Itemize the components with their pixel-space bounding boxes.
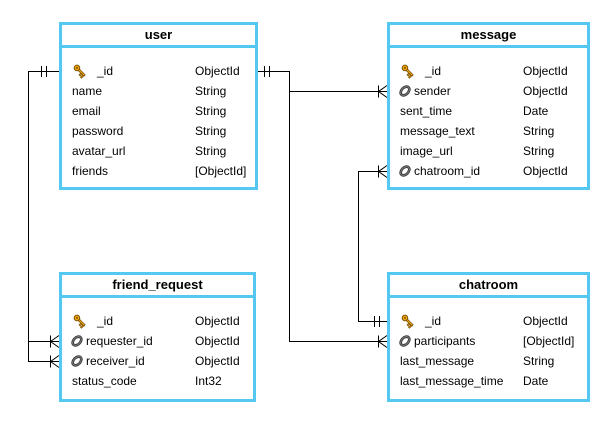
field-name: requester_id xyxy=(86,334,153,348)
table-title: friend_request xyxy=(62,275,253,298)
field-row-friend_request-_id[interactable]: _id ObjectId xyxy=(62,311,253,331)
field-name: friends xyxy=(72,164,109,178)
field-row-message-_id[interactable]: _id ObjectId xyxy=(390,61,587,81)
crow-foot-many-marker xyxy=(378,165,388,178)
field-name: receiver_id xyxy=(86,354,145,368)
field-name: sender xyxy=(414,84,451,98)
field-row-friend_request-requester_id[interactable]: requester_id ObjectId xyxy=(62,331,253,351)
field-type: String xyxy=(195,124,227,138)
field-type: [ObjectId] xyxy=(523,334,575,348)
field-row-user-password[interactable]: password String xyxy=(62,121,255,141)
field-name: status_code xyxy=(72,374,137,388)
primary-key-icon xyxy=(401,64,414,79)
cardinality-one-marker xyxy=(41,66,47,77)
primary-key-icon xyxy=(73,64,86,79)
field-row-user-avatar_url[interactable]: avatar_url String xyxy=(62,141,255,161)
edge-user-friend_request-requester_id[interactable] xyxy=(28,66,60,348)
field-name: chatroom_id xyxy=(414,164,481,178)
foreign-key-link-icon xyxy=(399,335,411,347)
field-type: Date xyxy=(523,104,549,118)
field-name: last_message xyxy=(400,354,475,368)
foreign-key-link-icon xyxy=(399,165,411,177)
field-type: ObjectId xyxy=(195,314,240,328)
field-row-chatroom-_id[interactable]: _id ObjectId xyxy=(390,311,587,331)
field-type: String xyxy=(195,144,227,158)
field-row-message-message_text[interactable]: message_text String xyxy=(390,121,587,141)
field-type: ObjectId xyxy=(523,84,568,98)
crow-foot-many-marker xyxy=(378,85,388,98)
field-name: password xyxy=(72,124,124,138)
primary-key-icon xyxy=(401,314,414,329)
field-type: ObjectId xyxy=(523,314,568,328)
field-name: participants xyxy=(414,334,476,348)
field-type: ObjectId xyxy=(523,64,568,78)
field-name: image_url xyxy=(400,144,453,158)
field-name: name xyxy=(72,84,103,98)
cardinality-one-marker xyxy=(264,66,270,77)
primary-key-icon xyxy=(73,314,86,329)
field-type: String xyxy=(195,84,227,98)
field-type: ObjectId xyxy=(195,354,240,368)
foreign-key-link-icon xyxy=(71,335,83,347)
field-type: String xyxy=(195,104,227,118)
field-type: String xyxy=(523,144,555,158)
field-type: ObjectId xyxy=(195,64,240,78)
table-title: user xyxy=(62,25,255,48)
field-name: _id xyxy=(97,314,114,328)
field-type: String xyxy=(523,124,555,138)
field-rows: _id ObjectId participants [ObjectId] last_m… xyxy=(390,298,587,391)
field-type: ObjectId xyxy=(195,334,240,348)
field-row-user-friends[interactable]: friends [ObjectId] xyxy=(62,161,255,181)
field-name: message_text xyxy=(400,124,475,138)
edge-user-chatroom-participants[interactable] xyxy=(289,71,388,348)
cardinality-one-marker xyxy=(374,316,380,327)
edge-user-message-sender[interactable] xyxy=(258,66,388,98)
field-name: _id xyxy=(425,64,442,78)
field-row-message-chatroom_id[interactable]: chatroom_id ObjectId xyxy=(390,161,587,181)
field-row-message-sent_time[interactable]: sent_time Date xyxy=(390,101,587,121)
field-type: String xyxy=(523,354,555,368)
field-name: email xyxy=(72,104,101,118)
field-row-user-name[interactable]: name String xyxy=(62,81,255,101)
field-type: [ObjectId] xyxy=(195,164,247,178)
crow-foot-many-marker xyxy=(378,335,388,348)
table-title: message xyxy=(390,25,587,48)
field-type: ObjectId xyxy=(523,164,568,178)
field-row-user-_id[interactable]: _id ObjectId xyxy=(62,61,255,81)
table-title: chatroom xyxy=(390,275,587,298)
field-row-friend_request-receiver_id[interactable]: receiver_id ObjectId xyxy=(62,351,253,371)
crow-foot-many-marker xyxy=(50,335,60,348)
foreign-key-link-icon xyxy=(71,355,83,367)
field-row-message-sender[interactable]: sender ObjectId xyxy=(390,81,587,101)
field-row-user-email[interactable]: email String xyxy=(62,101,255,121)
field-name: _id xyxy=(425,314,442,328)
field-name: _id xyxy=(97,64,114,78)
field-name: last_message_time xyxy=(400,374,504,388)
crow-foot-many-marker xyxy=(50,355,60,368)
field-name: sent_time xyxy=(400,104,453,118)
field-row-message-image_url[interactable]: image_url String xyxy=(390,141,587,161)
field-row-chatroom-last_message_time[interactable]: last_message_time Date xyxy=(390,371,587,391)
entity-table-chatroom[interactable]: chatroom _id ObjectId participants [Object… xyxy=(387,272,590,402)
field-type: Int32 xyxy=(195,374,222,388)
field-name: avatar_url xyxy=(72,144,126,158)
field-row-friend_request-status_code[interactable]: status_code Int32 xyxy=(62,371,253,391)
edge-chatroom-message-chatroom_id[interactable] xyxy=(358,165,388,328)
field-type: Date xyxy=(523,374,549,388)
field-row-chatroom-last_message[interactable]: last_message String xyxy=(390,351,587,371)
edge-user-friend_request-receiver_id[interactable] xyxy=(28,341,60,368)
foreign-key-link-icon xyxy=(399,85,411,97)
field-row-chatroom-participants[interactable]: participants [ObjectId] xyxy=(390,331,587,351)
